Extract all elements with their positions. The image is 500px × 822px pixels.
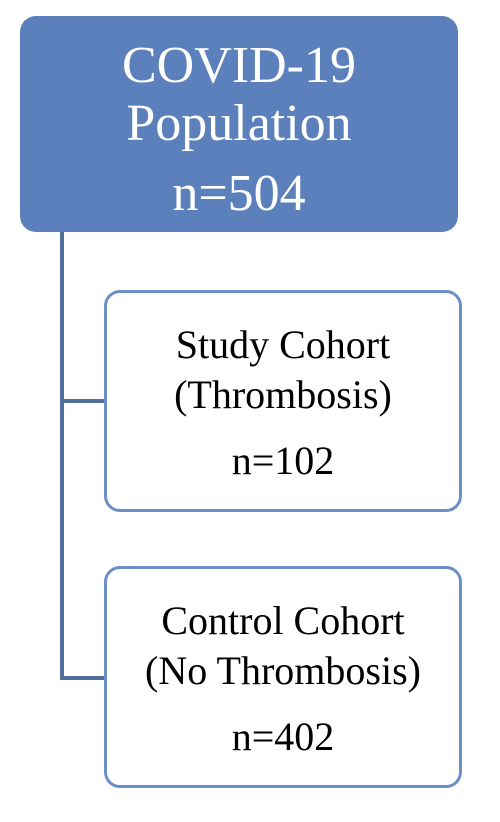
root-node-count: n=504 <box>172 165 306 222</box>
study-cohort-count: n=102 <box>231 438 335 483</box>
control-cohort-count: n=402 <box>231 714 335 759</box>
control-cohort-title: Control Cohort <box>161 598 405 643</box>
root-node-covid-population: COVID-19 Population n=504 <box>20 16 458 232</box>
root-node-subtitle: Population <box>126 95 352 152</box>
child-node-control-cohort: Control Cohort (No Thrombosis) n=402 <box>104 566 462 788</box>
root-node-title: COVID-19 <box>122 37 356 94</box>
study-cohort-subtitle: (Thrombosis) <box>174 372 392 417</box>
study-cohort-title: Study Cohort <box>175 322 391 367</box>
control-cohort-subtitle: (No Thrombosis) <box>145 648 421 693</box>
child-node-study-cohort: Study Cohort (Thrombosis) n=102 <box>104 290 462 512</box>
